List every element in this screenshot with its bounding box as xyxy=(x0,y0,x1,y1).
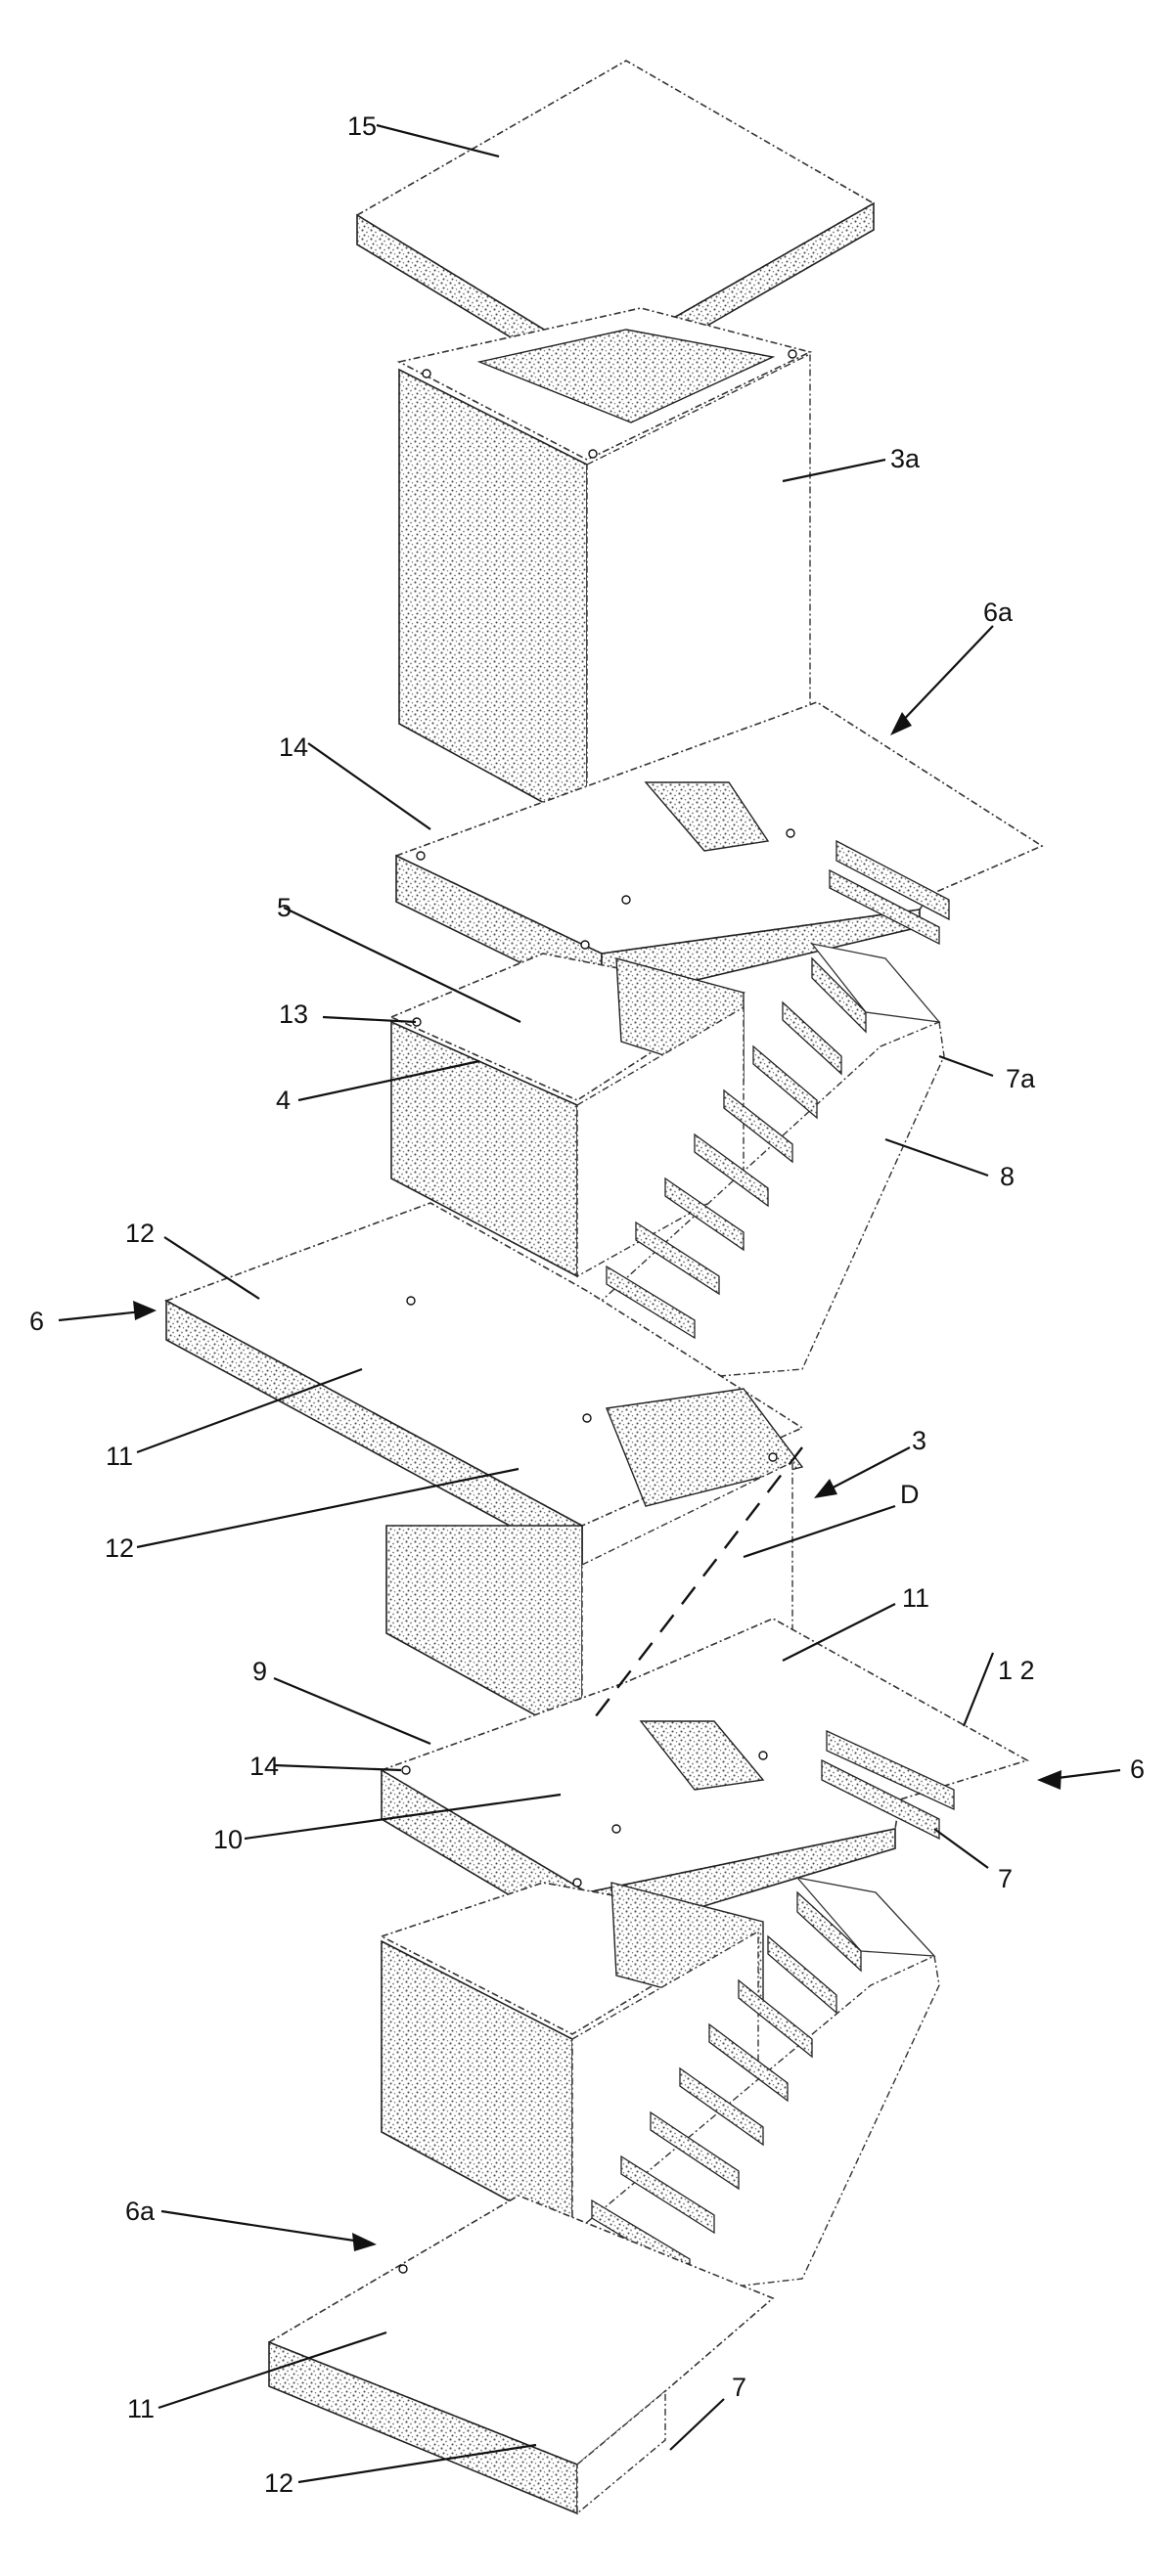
ref-11-a: 11 xyxy=(106,1442,133,1471)
upper-shaft-module xyxy=(396,307,813,828)
ref-6a-top: 6a xyxy=(983,598,1014,627)
ref-11-b: 11 xyxy=(902,1583,929,1613)
ref-6-left: 6 xyxy=(29,1307,44,1336)
lower-stair-flight xyxy=(541,1877,940,2299)
ref-7-mid: 7 xyxy=(998,1864,1013,1893)
ref-3a: 3a xyxy=(890,444,921,473)
ref-9: 9 xyxy=(252,1657,267,1686)
ref-7a: 7a xyxy=(1006,1064,1036,1093)
ref-4: 4 xyxy=(276,1086,291,1115)
upper-landing-slab xyxy=(393,701,1044,1004)
middle-box-module xyxy=(388,953,746,1278)
ref-15: 15 xyxy=(347,111,377,141)
ref-14-mid: 14 xyxy=(249,1752,279,1781)
ref-12-d: 12 xyxy=(264,2468,294,2498)
middle-landing-slab xyxy=(164,1202,804,1743)
ref-10: 10 xyxy=(213,1825,243,1854)
ref-d: D xyxy=(900,1480,920,1509)
direction-line-d xyxy=(591,1446,803,1722)
ref-12-c: 1 2 xyxy=(998,1656,1035,1685)
ref-8: 8 xyxy=(1000,1162,1015,1191)
leader-lines xyxy=(58,123,1121,2484)
ref-5: 5 xyxy=(277,893,292,922)
bottom-landing-slab xyxy=(267,2195,775,2515)
reference-numerals: 15 3a 6a 14 5 13 7a 4 8 12 6 11 3 12 D 1… xyxy=(29,111,1145,2498)
ref-14-top: 14 xyxy=(279,733,308,762)
ref-6a-bottom: 6a xyxy=(125,2197,156,2226)
lower-box-module xyxy=(379,1882,764,2237)
ref-7-bottom: 7 xyxy=(732,2373,746,2402)
ref-3: 3 xyxy=(912,1426,926,1455)
ref-11-c: 11 xyxy=(127,2394,155,2423)
ref-13: 13 xyxy=(279,999,308,1029)
ref-12-a: 12 xyxy=(125,1219,155,1248)
ref-6-right: 6 xyxy=(1130,1754,1145,1784)
ref-12-b: 12 xyxy=(105,1533,134,1563)
